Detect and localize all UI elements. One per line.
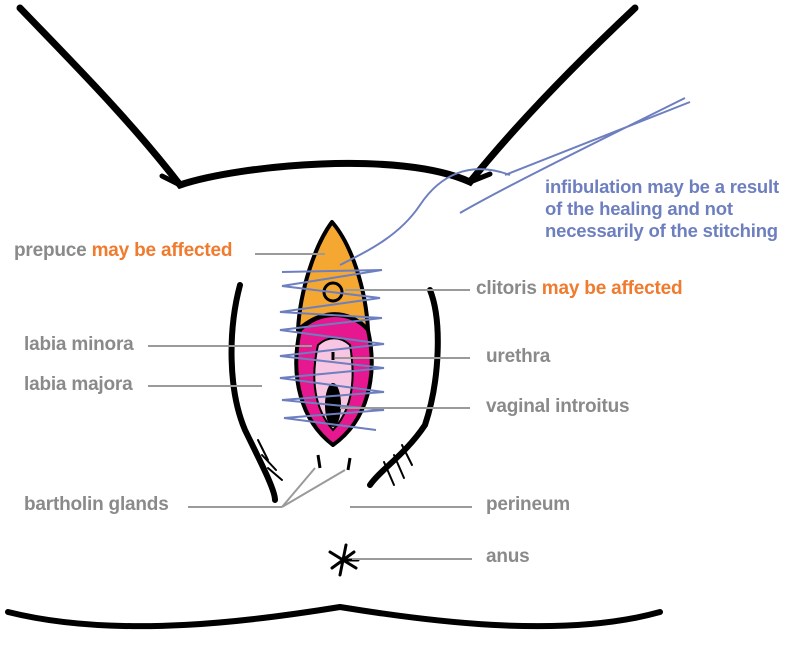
label-clitoris: clitoris may be affected [476,278,682,300]
thread-to-needle [340,169,510,265]
label-bartholin-glands: bartholin glands [24,494,169,516]
label-anus: anus [486,546,530,568]
prepuce-text: prepuce [14,240,87,261]
label-urethra: urethra [486,346,550,368]
leader-bartholin-right [282,470,345,507]
label-labia-majora: labia majora [24,374,132,396]
label-prepuce: prepuce may be affected [14,240,232,262]
leader-bartholin-left [282,468,315,507]
prepuce-note: may be affected [92,240,233,261]
label-labia-minora: labia minora [24,334,134,356]
note-line-1: infibulation may be a result [545,176,779,198]
note-line-3: necessarily of the stitching [545,220,779,242]
labia-majora-right-outline [370,290,438,485]
bartholin-gland-left [318,455,320,468]
note-line-2: of the healing and not [545,198,779,220]
infibulation-note: infibulation may be a result of the heal… [545,176,779,242]
upper-body-outline [20,8,635,185]
bartholin-gland-right [348,458,350,470]
lower-body-outline [8,607,660,626]
clitoris-note: may be affected [542,278,683,299]
label-vaginal-introitus: vaginal introitus [486,396,629,418]
label-perineum: perineum [486,494,570,516]
clitoris-text: clitoris [476,278,537,299]
